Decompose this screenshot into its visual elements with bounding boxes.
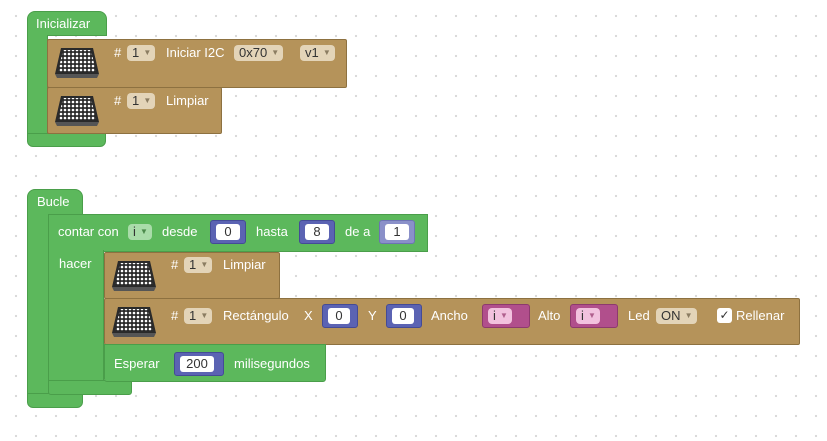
i2c-address-value: 0x70 xyxy=(239,45,268,60)
for-by-number-block[interactable]: 1 xyxy=(379,220,415,244)
for-from-number-block[interactable]: 0 xyxy=(210,220,246,244)
init-hat-label: Inicializar xyxy=(36,16,91,31)
i2c-version-value: v1 xyxy=(305,45,319,60)
wait-unit-label: milisegundos xyxy=(234,356,310,371)
for-from-value[interactable]: 0 xyxy=(216,224,240,240)
i2c-hash-label: # xyxy=(114,45,122,60)
rect-x-value[interactable]: 0 xyxy=(328,308,350,324)
rect-fill-checkbox[interactable]: ✓ xyxy=(717,308,732,323)
wait-label: Esperar xyxy=(114,356,160,371)
init-clear-label: Limpiar xyxy=(166,93,209,108)
init-clear-hash-label: # xyxy=(114,93,122,108)
rect-height-variable-value: i xyxy=(581,308,584,323)
led-matrix-icon xyxy=(55,96,99,126)
wait-number-block[interactable]: 200 xyxy=(174,352,224,376)
rect-fill-label: Rellenar xyxy=(736,308,785,323)
loop-clear-number-value: 1 xyxy=(189,257,197,272)
for-variable-dropdown[interactable]: i▼ xyxy=(128,224,152,240)
led-matrix-icon xyxy=(112,307,156,337)
rect-number-value: 1 xyxy=(189,308,197,323)
chevron-down-icon: ▼ xyxy=(139,227,148,236)
for-loop-arm xyxy=(48,250,104,385)
i2c-address-dropdown[interactable]: 0x70▼ xyxy=(234,45,284,61)
rect-led-state-value: ON xyxy=(661,308,681,323)
chevron-down-icon: ▼ xyxy=(200,311,209,320)
loop-clear-hash-label: # xyxy=(171,257,179,272)
chevron-down-icon: ▼ xyxy=(587,311,596,320)
for-to-value[interactable]: 8 xyxy=(305,224,329,240)
loop-clear-label: Limpiar xyxy=(223,257,266,272)
rect-width-variable-block[interactable]: i▼ xyxy=(482,304,530,328)
rect-led-state-dropdown[interactable]: ON▼ xyxy=(656,308,697,324)
chevron-down-icon: ▼ xyxy=(322,48,331,57)
init-clear-number-dropdown[interactable]: 1▼ xyxy=(127,93,156,109)
i2c-init-block[interactable] xyxy=(47,39,347,88)
init-clear-number-value: 1 xyxy=(132,93,140,108)
rect-led-label: Led xyxy=(628,308,650,323)
rect-label: Rectángulo xyxy=(223,308,289,323)
i2c-matrix-number-dropdown[interactable]: 1▼ xyxy=(127,45,156,61)
for-by-label: de a xyxy=(345,224,371,239)
led-matrix-icon xyxy=(55,48,99,78)
rect-x-label: X xyxy=(304,308,313,323)
init-hat-block[interactable] xyxy=(27,11,107,36)
rect-x-number-block[interactable]: 0 xyxy=(322,304,358,328)
loop-hat-arm xyxy=(27,214,49,398)
i2c-init-label: Iniciar I2C xyxy=(166,45,225,60)
rect-height-variable-dropdown[interactable]: i▼ xyxy=(576,308,600,324)
rect-number-dropdown[interactable]: 1▼ xyxy=(184,308,213,324)
rect-width-label: Ancho xyxy=(431,308,468,323)
init-hat-foot xyxy=(27,133,106,147)
for-to-label: hasta xyxy=(256,224,288,239)
chevron-down-icon: ▼ xyxy=(684,311,693,320)
rect-height-label: Alto xyxy=(538,308,561,323)
for-loop-foot xyxy=(48,380,132,395)
loop-clear-number-dropdown[interactable]: 1▼ xyxy=(184,257,213,273)
rect-y-number-block[interactable]: 0 xyxy=(386,304,422,328)
chevron-down-icon: ▼ xyxy=(200,260,209,269)
for-count-with-label: contar con xyxy=(58,224,119,239)
i2c-matrix-number-value: 1 xyxy=(132,45,140,60)
for-do-label: hacer xyxy=(59,256,92,271)
led-matrix-icon xyxy=(112,261,156,291)
rect-height-variable-block[interactable]: i▼ xyxy=(570,304,618,328)
chevron-down-icon: ▼ xyxy=(143,48,152,57)
for-variable-value: i xyxy=(133,224,136,239)
rect-y-label: Y xyxy=(368,308,377,323)
rect-width-variable-value: i xyxy=(493,308,496,323)
rect-width-variable-dropdown[interactable]: i▼ xyxy=(488,308,512,324)
chevron-down-icon: ▼ xyxy=(499,311,508,320)
chevron-down-icon: ▼ xyxy=(143,96,152,105)
loop-hat-label: Bucle xyxy=(37,194,70,209)
loop-hat-foot xyxy=(27,393,83,408)
rect-hash-label: # xyxy=(171,308,179,323)
chevron-down-icon: ▼ xyxy=(271,48,280,57)
for-from-label: desde xyxy=(162,224,198,239)
wait-value[interactable]: 200 xyxy=(180,356,214,372)
for-to-number-block[interactable]: 8 xyxy=(299,220,335,244)
rect-y-value[interactable]: 0 xyxy=(392,308,414,324)
for-by-value[interactable]: 1 xyxy=(385,224,409,240)
init-hat-arm xyxy=(27,35,48,138)
i2c-version-dropdown[interactable]: v1▼ xyxy=(300,45,335,61)
